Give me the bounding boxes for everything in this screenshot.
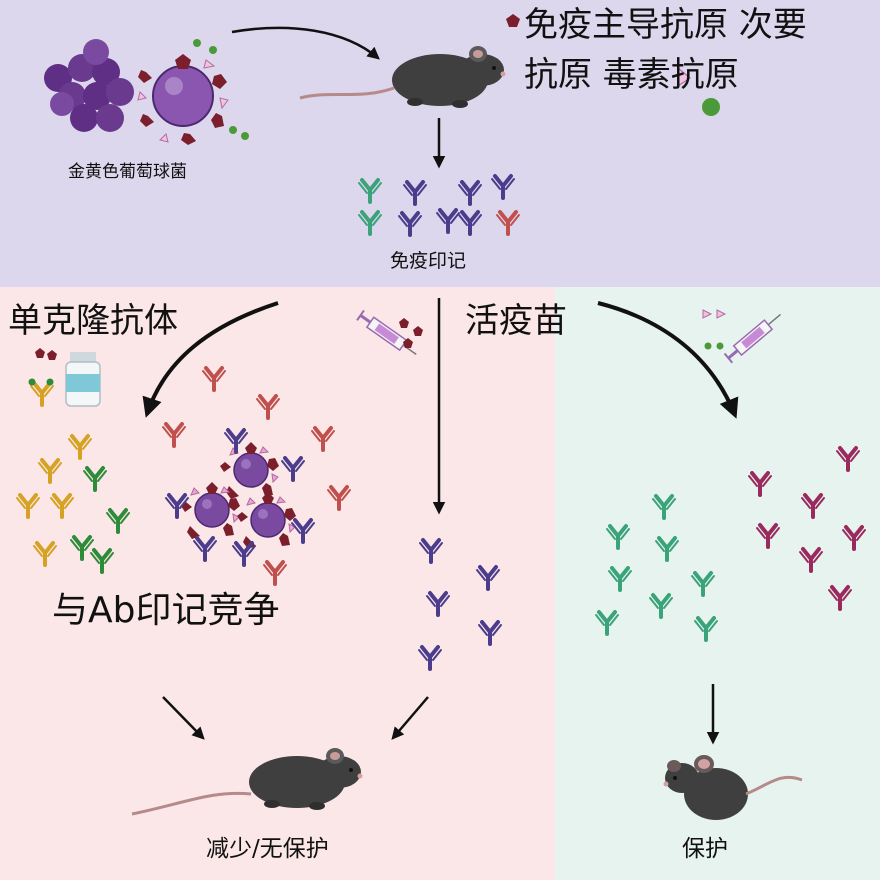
imprinted-antibodies xyxy=(357,174,521,237)
outcome-reduced-label: 减少/无保护 xyxy=(206,836,329,862)
dominant-antigen-icon xyxy=(35,348,45,358)
arrow-compete-to-outcome xyxy=(162,696,205,740)
antigen-legend-line1: 免疫主导抗原 次要 xyxy=(524,5,807,45)
toxin-antigen-icon xyxy=(702,98,720,116)
bacteria-with-antibodies xyxy=(161,366,352,586)
minor-antigen-icon xyxy=(702,309,713,319)
mouse-icon xyxy=(299,46,506,108)
mab-antibodies xyxy=(15,434,131,574)
minor-antigen-icon xyxy=(677,66,692,88)
toxin-antigen-icon xyxy=(716,342,724,350)
live-vaccine-antibodies xyxy=(594,446,867,642)
imprinting-label: 免疫印记 xyxy=(390,250,467,272)
toxin-antigen-icon xyxy=(46,378,54,386)
arrow-to-mouse xyxy=(231,26,380,60)
antigen-legend-line2: 抗原 毒素抗原 xyxy=(524,55,739,95)
minor-antigen-icon xyxy=(716,309,727,319)
mouse-reduced-icon xyxy=(131,748,363,816)
mouse-protected-icon xyxy=(663,755,803,820)
dominant-antigen-icon xyxy=(403,338,413,348)
vial-icon xyxy=(65,352,101,407)
dominant-antigen-icon xyxy=(413,326,423,336)
arrow-center-to-outcome xyxy=(391,696,429,740)
imprinted-purple-antibodies xyxy=(417,538,503,671)
toxin-antigen-icon xyxy=(704,342,712,350)
outcome-protected-label: 保护 xyxy=(682,836,728,862)
arrow-to-mab xyxy=(142,301,279,418)
dominant-antigen-icon xyxy=(506,14,520,27)
dominant-antigen-icon xyxy=(399,318,409,328)
syringe-icon xyxy=(356,309,417,355)
dominant-antigen-icon xyxy=(47,350,57,360)
live-vaccine-label: 活疫苗 xyxy=(465,301,567,341)
syringe-icon xyxy=(723,313,781,364)
compete-label: 与Ab印记竞争 xyxy=(52,590,280,631)
antigen-coccus-icon xyxy=(137,39,249,145)
mab-label: 单克隆抗体 xyxy=(8,301,178,341)
antibody-icon xyxy=(29,381,55,407)
arrow-to-live-vaccine xyxy=(597,301,739,419)
staph-cluster-icon xyxy=(44,39,134,132)
bacteria-label: 金黄色葡萄球菌 xyxy=(68,162,187,182)
toxin-antigen-icon xyxy=(28,378,36,386)
